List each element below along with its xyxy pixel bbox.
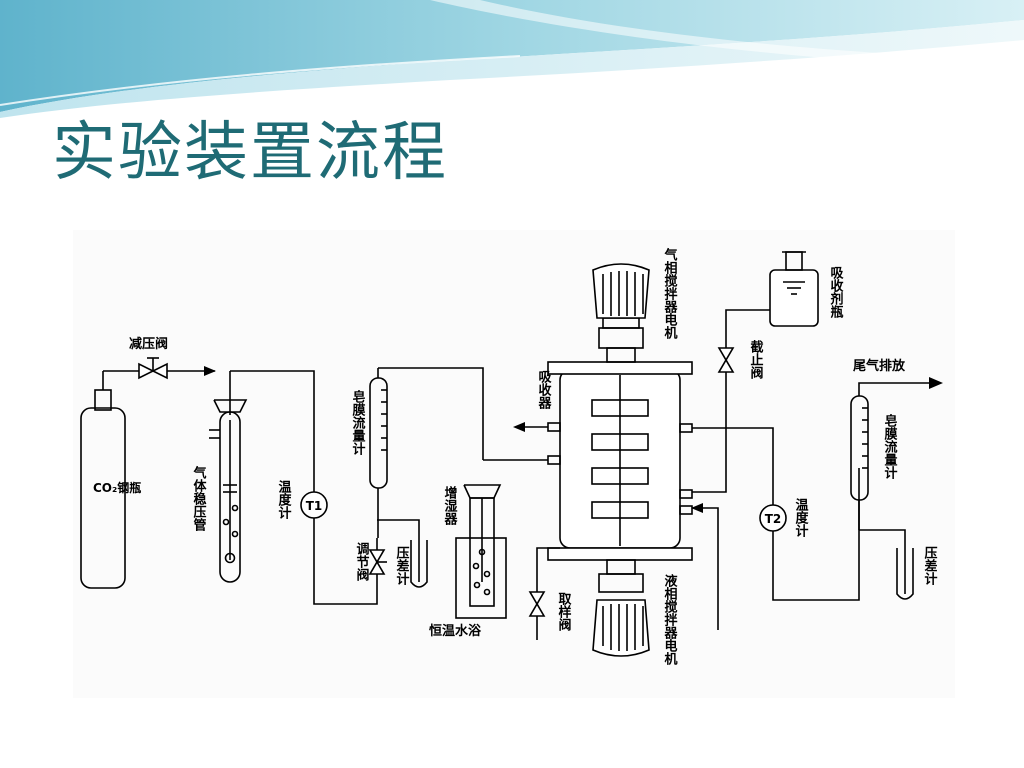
liquid-line-from-bottle (692, 309, 770, 493)
differential-pressure-gauge-2-icon (859, 529, 914, 600)
flow-arrow-left-icon-2 (691, 503, 703, 513)
label-sampling-valve: 取样阀 (556, 592, 572, 632)
wave-line (0, 55, 521, 106)
stop-valve-icon (717, 347, 735, 373)
label-differential-pressure-gauge-1: 压差计 (394, 546, 410, 586)
co2-cylinder (80, 371, 126, 589)
slide-title: 实验装置流程 (52, 116, 448, 190)
label-regulating-valve: 调节阀 (354, 542, 370, 582)
label-gas-phase-stirring-motor: 气相搅拌器电机 (662, 247, 679, 340)
absorbent-bottle (769, 251, 819, 327)
gas-phase-stirring-motor (592, 263, 650, 363)
pressure-reducing-valve-icon (138, 357, 168, 380)
wave-highlight (430, 0, 1024, 70)
regulating-valve-icon (368, 549, 387, 575)
gas-line-to-humidifier-top (378, 367, 484, 460)
label-tail-gas-exhaust: 尾气排放 (853, 358, 906, 374)
label-absorber: 吸收器 (536, 370, 553, 410)
label-pressure-reducing-valve: 减压阀 (129, 336, 168, 352)
gas-line-to-flowmeter-2 (772, 468, 860, 601)
label-co2-cylinder-text: CO₂钢瓶 (93, 480, 141, 495)
apparatus-flow-diagram: 减压阀 CO₂钢瓶 气体稳压管 温度计 T1 皂膜流量计 调节阀 压差计 增湿器… (73, 230, 955, 698)
label-absorbent-bottle: 吸收剂瓶 (828, 266, 845, 319)
flow-arrow-right-icon (204, 366, 216, 376)
thermostatic-water-bath (455, 537, 507, 619)
label-t1: T1 (306, 499, 323, 513)
sampling-valve-icon (528, 591, 546, 617)
label-t2: T2 (765, 512, 782, 526)
label-temperature-gauge-2: 温度计 (793, 498, 809, 538)
label-differential-pressure-gauge-2: 压差计 (922, 546, 938, 586)
label-stop-valve: 截止阀 (748, 339, 764, 380)
label-liquid-phase-stirring-motor: 液相搅拌器电机 (662, 573, 679, 666)
flow-arrow-left-icon (513, 422, 525, 432)
gas-stabilizer-tube (209, 371, 248, 583)
absorber (547, 361, 693, 561)
label-soap-film-flowmeter-1: 皂膜流量计 (350, 389, 366, 456)
label-thermostatic-water-bath: 恒温水浴 (429, 623, 482, 639)
humidifier (463, 484, 502, 607)
diagram-background (73, 230, 955, 698)
liquid-phase-stirring-motor (592, 559, 650, 657)
label-gas-stabilizer-tube: 气体稳压管 (191, 465, 207, 532)
tail-gas-line (858, 382, 931, 385)
soap-film-flowmeter-1 (369, 368, 388, 538)
gas-line-to-t2 (692, 427, 774, 506)
label-soap-film-flowmeter-2: 皂膜流量计 (882, 413, 898, 480)
gas-line-to-t1 (230, 370, 315, 492)
label-humidifier: 增湿器 (442, 485, 459, 526)
exhaust-arrow-icon (929, 377, 943, 389)
soap-film-flowmeter-2 (850, 385, 869, 530)
label-temperature-gauge-1: 温度计 (276, 480, 292, 520)
differential-pressure-gauge-1-icon (377, 519, 428, 588)
label-co2-cylinder: CO₂钢瓶 (93, 480, 141, 495)
